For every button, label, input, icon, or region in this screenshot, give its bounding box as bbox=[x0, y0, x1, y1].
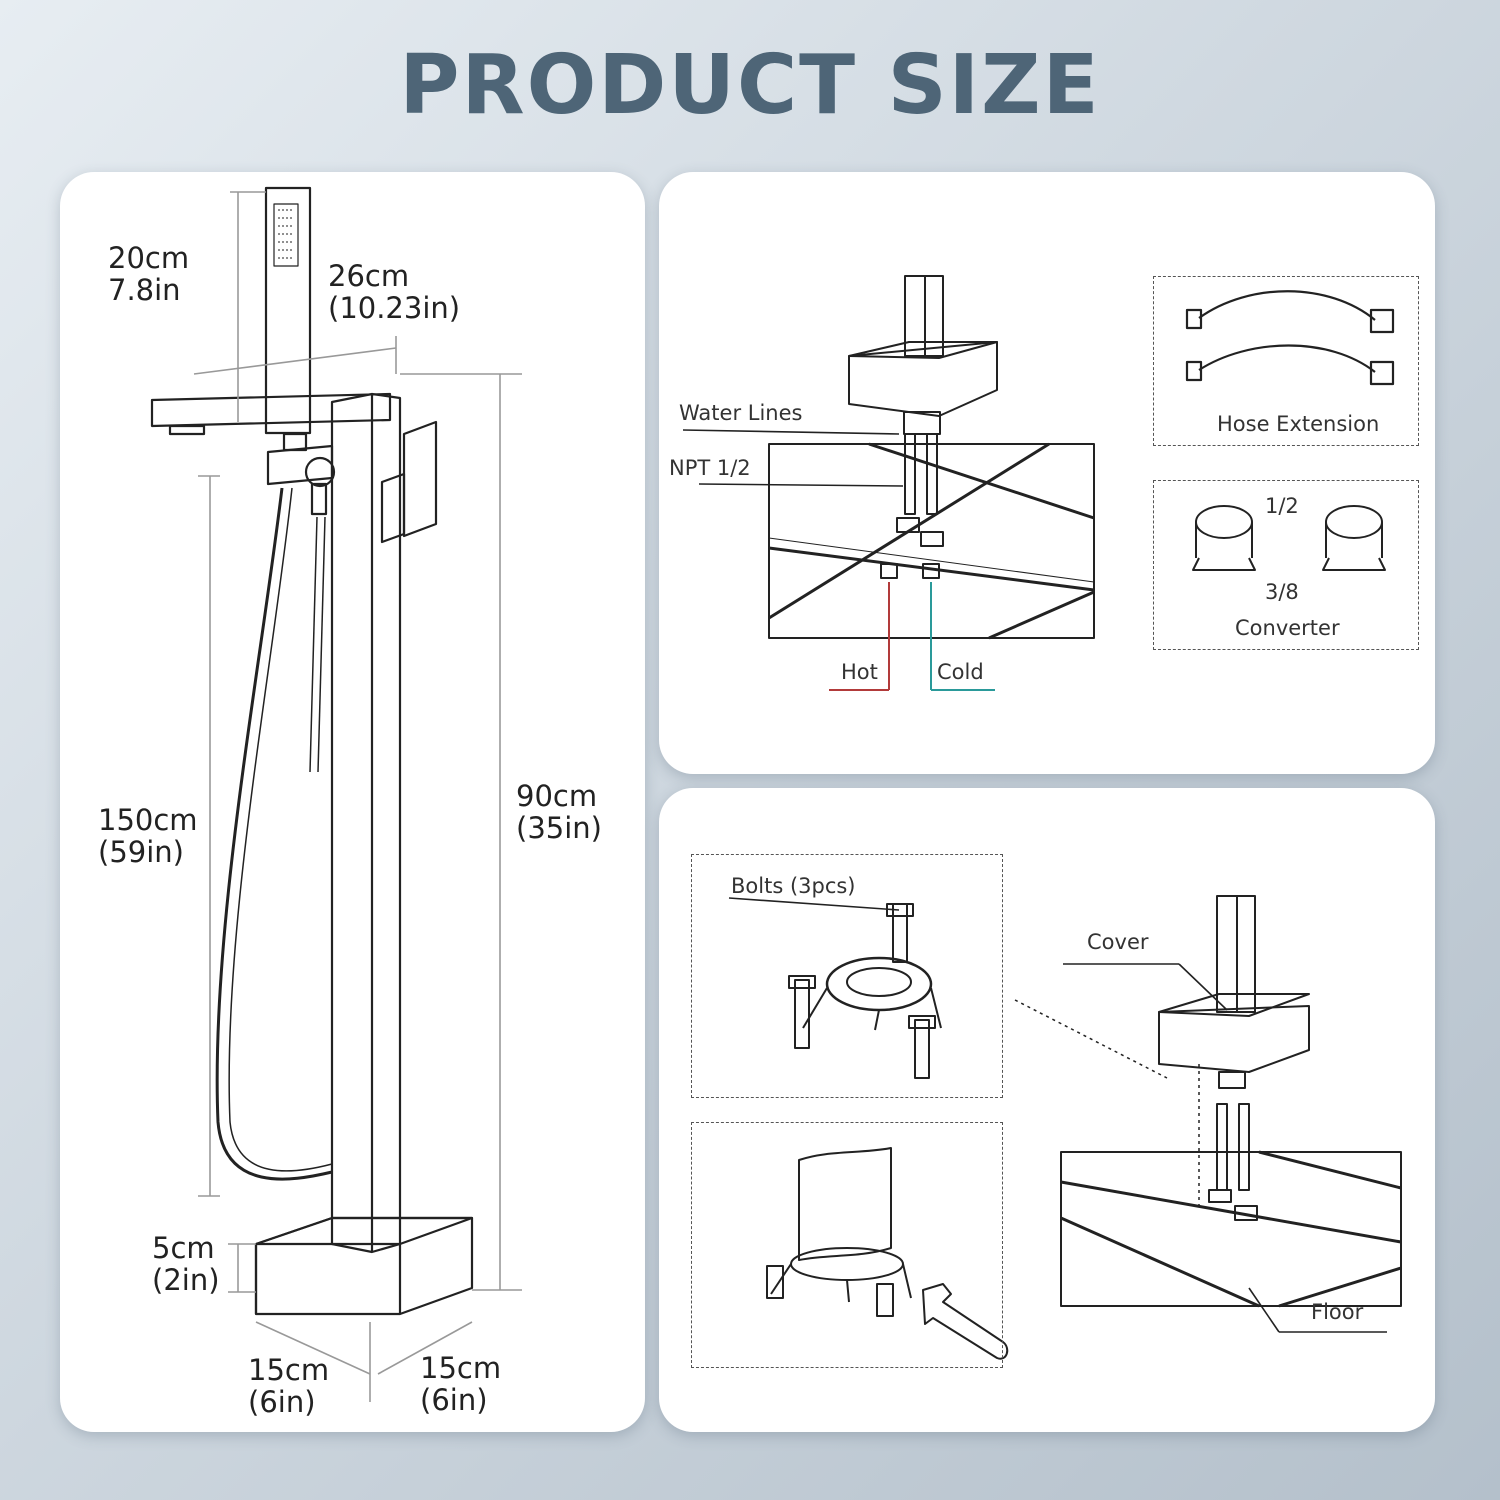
size-top-label: 1/2 bbox=[1265, 494, 1299, 518]
water-lines-label: Water Lines bbox=[679, 401, 803, 425]
installation-drawing bbox=[728, 895, 1402, 1360]
hose-icon bbox=[215, 487, 333, 1181]
dimension-lines bbox=[193, 191, 522, 1402]
installation-panel: Bolts (3pcs) Cover Floor bbox=[659, 788, 1435, 1432]
spout-icon bbox=[150, 392, 392, 436]
wrench-icon bbox=[922, 1283, 1009, 1360]
converter-icon bbox=[1192, 505, 1386, 571]
bolts-icon bbox=[788, 903, 942, 1079]
spout-length-label: 26cm(10.23in) bbox=[328, 259, 461, 325]
faucet-dimension-drawing bbox=[150, 186, 522, 1402]
column-base-icon bbox=[766, 1147, 912, 1317]
base-width-left-label: 15cm(6in) bbox=[248, 1353, 330, 1419]
hose-length-label: 150cm(59in) bbox=[98, 803, 198, 869]
water-lines-drawing bbox=[682, 275, 1395, 691]
page-title: PRODUCT SIZE bbox=[399, 38, 1101, 133]
floor-label: Floor bbox=[1311, 1300, 1364, 1324]
hose-extension-label: Hose Extension bbox=[1217, 412, 1380, 436]
base-height-label: 5cm(2in) bbox=[152, 1231, 220, 1297]
base-icon bbox=[254, 1216, 474, 1316]
column-icon bbox=[266, 392, 438, 1254]
cover-label: Cover bbox=[1087, 930, 1149, 954]
cold-label: Cold bbox=[937, 660, 984, 684]
size-bottom-label: 3/8 bbox=[1265, 580, 1299, 604]
bolts-label: Bolts (3pcs) bbox=[731, 874, 856, 898]
npt-label: NPT 1/2 bbox=[669, 456, 751, 480]
faucet-height-label: 90cm(35in) bbox=[516, 779, 602, 845]
converter-label: Converter bbox=[1235, 616, 1340, 640]
water-lines-panel: Water Lines NPT 1/2 Hot Cold Hose Extens… bbox=[659, 172, 1435, 774]
hose-extension-icon bbox=[1185, 290, 1395, 386]
hot-label: Hot bbox=[841, 660, 878, 684]
base-width-right-label: 15cm(6in) bbox=[420, 1351, 502, 1417]
